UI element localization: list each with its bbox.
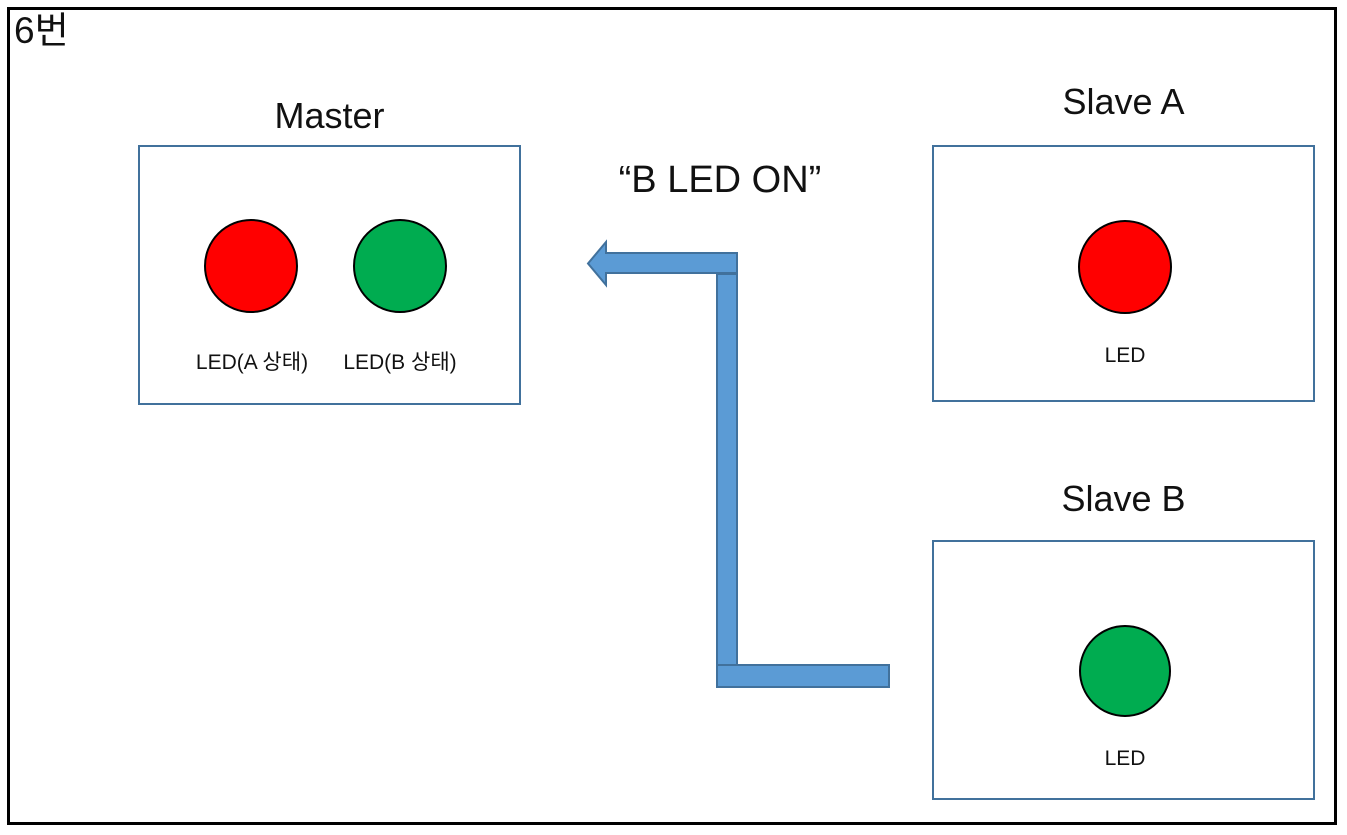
- slave-b-led-label: LED: [1104, 747, 1146, 770]
- master-box: [138, 145, 521, 405]
- slave-b-led-green-circle: [1079, 625, 1171, 717]
- slave-b-title: Slave B: [1061, 478, 1186, 519]
- master-title: Master: [274, 95, 385, 136]
- master-led-b-green-circle: [353, 219, 447, 313]
- message-b-led-on-label: “B LED ON”: [618, 159, 822, 201]
- outer-frame-border: [7, 7, 1337, 825]
- slave-a-title: Slave A: [1062, 81, 1185, 122]
- slave-a-led-red-circle: [1078, 220, 1172, 314]
- slide-number-label: 6번: [14, 10, 69, 51]
- slave-a-led-label: LED: [1104, 344, 1146, 367]
- master-led-a-label: LED(A 상태): [195, 351, 309, 374]
- master-led-a-red-circle: [204, 219, 298, 313]
- master-led-b-label: LED(B 상태): [343, 351, 457, 374]
